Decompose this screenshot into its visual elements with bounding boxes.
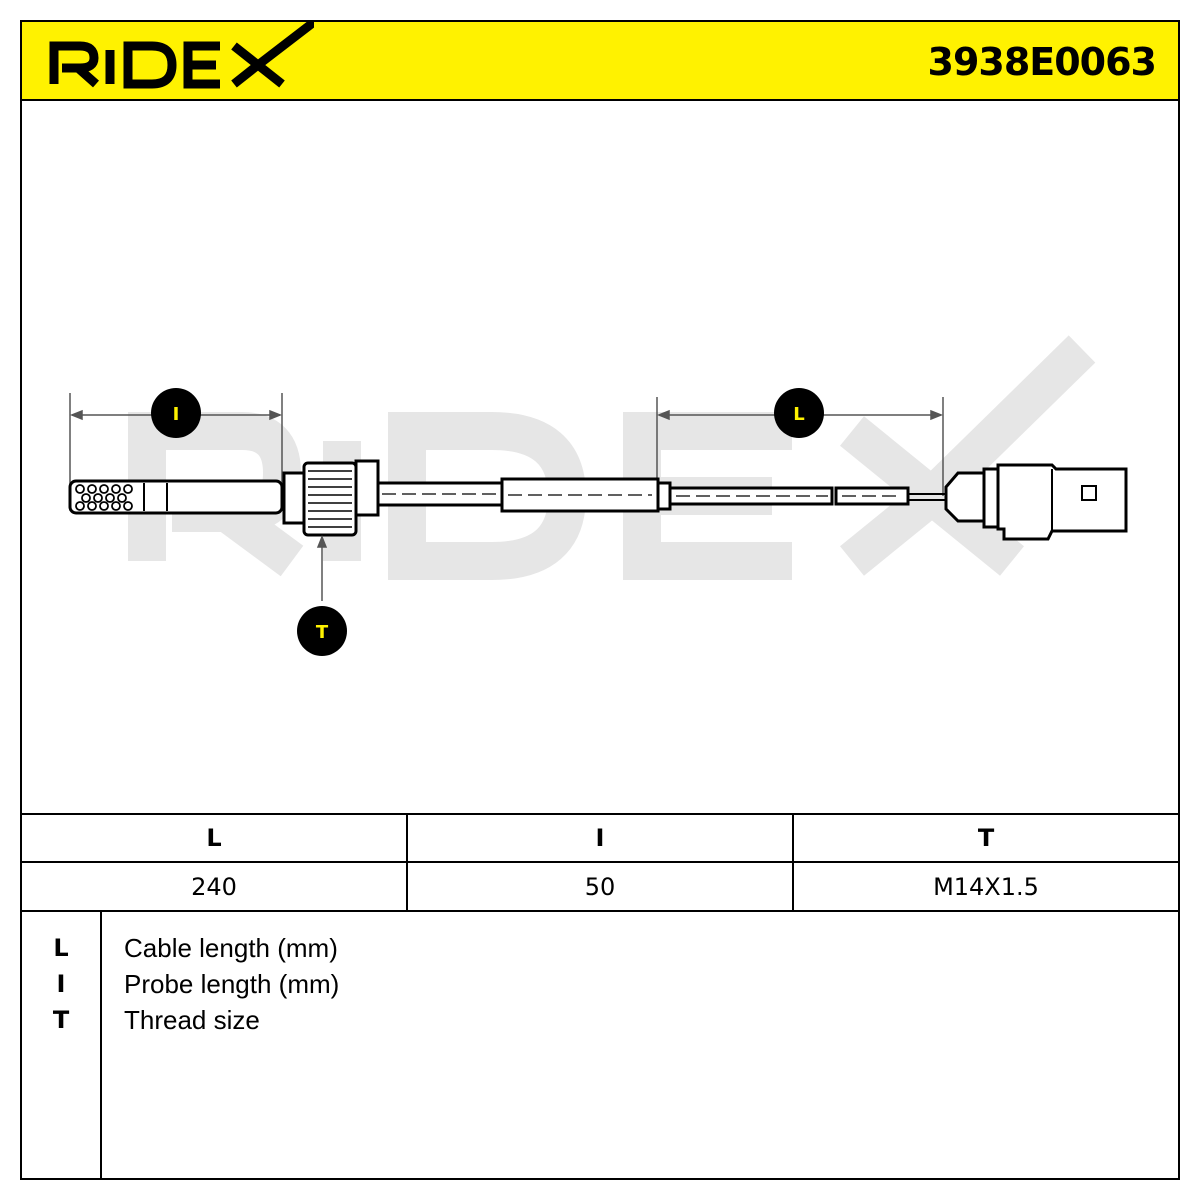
callout-badge-cable: L bbox=[774, 388, 824, 438]
legend-key-probe: I bbox=[56, 970, 66, 998]
ridex-logo bbox=[49, 22, 314, 89]
callout-thread-label: T bbox=[316, 622, 329, 643]
legend-key-thread: T bbox=[52, 1006, 70, 1034]
technical-drawing: I L bbox=[68, 335, 1128, 656]
legend-desc-cable: Cable length (mm) bbox=[124, 932, 338, 963]
callout-probe-label: I bbox=[173, 404, 180, 425]
spec-table-value-row: 240 50 M14X1.5 bbox=[22, 863, 1178, 912]
sensor-part bbox=[68, 459, 1128, 541]
legend: L I T Cable length (mm) Probe length (mm… bbox=[22, 912, 1178, 1178]
legend-desc-thread: Thread size bbox=[124, 1004, 260, 1035]
dimension-thread bbox=[316, 534, 328, 601]
callout-cable-label: L bbox=[793, 404, 804, 425]
datasheet-frame: 3938E0063 I bbox=[20, 20, 1180, 1180]
legend-key-cable: L bbox=[53, 934, 69, 962]
callout-badge-probe: I bbox=[151, 388, 201, 438]
spec-value-cable: 240 bbox=[22, 863, 408, 910]
part-number: 3938E0063 bbox=[927, 40, 1157, 84]
spec-table: L I T 240 50 M14X1.5 bbox=[22, 813, 1178, 912]
spec-header-probe: I bbox=[408, 815, 794, 861]
legend-keys-column: L I T bbox=[22, 912, 102, 1178]
legend-desc-probe: Probe length (mm) bbox=[124, 968, 340, 999]
legend-descriptions: Cable length (mm) Probe length (mm) Thre… bbox=[124, 912, 339, 1038]
spec-table-header-row: L I T bbox=[22, 813, 1178, 863]
callout-badge-thread: T bbox=[297, 606, 347, 656]
spec-header-thread: T bbox=[977, 824, 995, 852]
spec-value-probe: 50 bbox=[408, 863, 794, 910]
spec-header-cable: L bbox=[22, 815, 408, 861]
header-bar: 3938E0063 bbox=[22, 22, 1178, 101]
watermark-logo bbox=[128, 335, 1096, 580]
spec-value-thread: M14X1.5 bbox=[933, 872, 1039, 901]
